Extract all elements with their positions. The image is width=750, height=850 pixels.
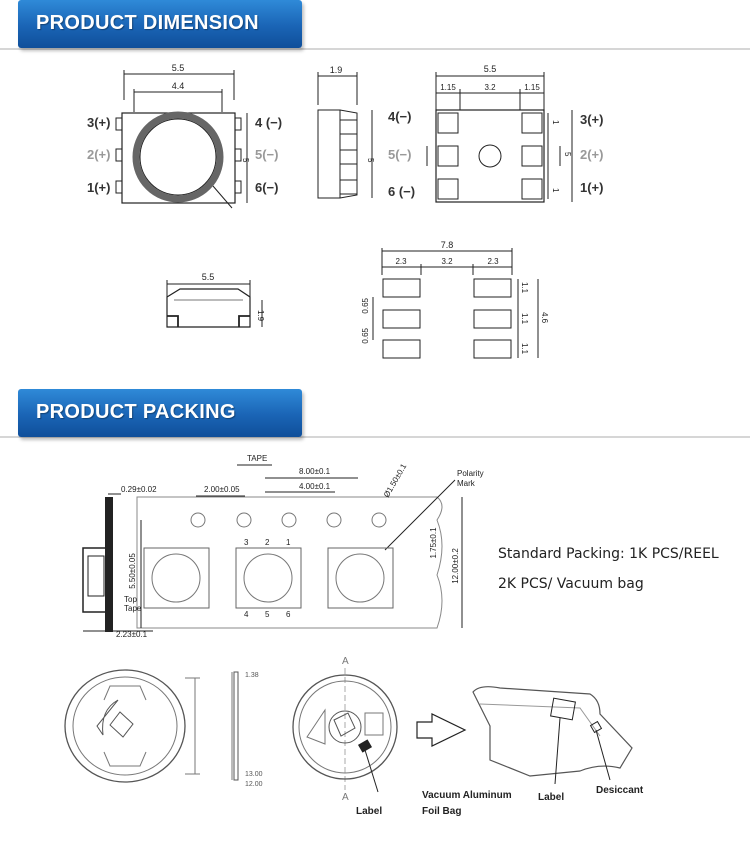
note-label: Mark	[457, 479, 476, 488]
note-label: Tape	[124, 604, 142, 613]
dim-label: 7.8	[441, 240, 454, 250]
foil-bag-label: Foil Bag	[422, 806, 461, 817]
dim-label: 1.38	[245, 672, 259, 679]
standard-packing-text: Standard Packing: 1K PCS/REEL	[498, 546, 719, 562]
dim-label: 1.9	[330, 65, 343, 75]
back-view: 5.5 1.15 3.2 1.15 1 1 5 3(+) 2(+) 1(+)	[426, 64, 603, 203]
pin-label: 3(+)	[87, 115, 110, 130]
dim-label: 4.4	[172, 81, 185, 91]
foil-bag-label: Vacuum Aluminum	[422, 790, 512, 801]
pin-label: 4 (−)	[255, 115, 282, 130]
dim-label: 8.00±0.1	[299, 467, 331, 476]
dim-label: 3.2	[484, 83, 496, 92]
tape-label: TAPE	[247, 454, 267, 463]
section-title: PRODUCT PACKING	[36, 401, 236, 423]
dim-label: 1.75±0.1	[429, 527, 438, 559]
dim-label: 3.2	[441, 257, 453, 266]
pin-label: 4(−)	[388, 109, 411, 124]
dim-label: 1.1	[520, 282, 529, 294]
section-banner-dimension: PRODUCT DIMENSION	[18, 0, 302, 48]
pin-label: 3	[244, 538, 249, 547]
footprint-view: 7.8 2.3 3.2 2.3 0.65 0.65 1.1 1.1 1.1 4.…	[361, 240, 549, 359]
pin-label: 2	[265, 538, 270, 547]
dim-label: 13.00	[245, 771, 263, 778]
dim-label: 1.15	[524, 83, 540, 92]
dim-label: 1.15	[440, 83, 456, 92]
dim-label: 1	[551, 120, 560, 125]
dim-label: 12.00	[245, 781, 263, 788]
dim-label: 1.1	[520, 313, 529, 325]
dim-label: 1	[551, 188, 560, 193]
dim-label: 0.65	[361, 297, 370, 313]
dim-label: 5.5	[484, 64, 497, 74]
section-marker: A	[342, 656, 349, 667]
divider-line	[0, 436, 750, 438]
carrier-tape-drawing: TAPE 0.29±0.02 2.00±0.05 8.00±0.1 4.00±0…	[82, 454, 484, 639]
side-view: 1.9 5 4(−) 5(−) 6 (−)	[317, 65, 415, 199]
dim-label: 12.00±0.2	[451, 548, 460, 584]
desiccant-label: Desiccant	[596, 785, 644, 796]
dim-label: 5.5	[172, 63, 185, 73]
pin-label: 1(+)	[580, 180, 603, 195]
dim-label: 2.00±0.05	[204, 485, 240, 494]
pin-label: 6	[286, 610, 291, 619]
bag-label-callout: Label	[538, 792, 564, 803]
pin-label: 1	[286, 538, 291, 547]
dim-label: 5	[366, 158, 375, 163]
divider-line	[0, 48, 750, 50]
dim-label: 4.00±0.1	[299, 482, 331, 491]
dim-label: 5.5	[202, 272, 215, 282]
dim-label: 1.1	[520, 343, 529, 355]
pin-label: 3(+)	[580, 112, 603, 127]
pin-label: 5	[265, 610, 270, 619]
dim-label: Ø1.50±0.1	[382, 462, 409, 499]
section-marker: A	[342, 792, 349, 803]
pin-label: 5(−)	[255, 147, 278, 162]
dim-label: 5	[241, 158, 250, 163]
front-view: 5.5 4.4 5 3(+) 2(+) 1(+) 4 (−) 5(−) 6(−)	[87, 63, 282, 209]
dim-label: 1.9	[256, 310, 265, 322]
dim-label: 4.6	[540, 312, 549, 324]
dim-label: 0.29±0.02	[121, 485, 157, 494]
section-banner-packing: PRODUCT PACKING	[18, 389, 302, 437]
vacuum-bag-text: 2K PCS/ Vacuum bag	[498, 576, 644, 592]
section-title: PRODUCT DIMENSION	[36, 12, 259, 34]
dim-label: 2.3	[395, 257, 407, 266]
dim-label: 2.3	[487, 257, 499, 266]
pin-label: 4	[244, 610, 249, 619]
pin-label: 6(−)	[255, 180, 278, 195]
note-label: Top	[124, 595, 137, 604]
note-label: Polarity	[457, 469, 484, 478]
pin-label: 2(+)	[580, 147, 603, 162]
pin-label: 1(+)	[87, 180, 110, 195]
dim-label: 5.50±0.05	[128, 553, 137, 589]
pin-label: 6 (−)	[388, 184, 415, 199]
dim-label: 5	[563, 152, 572, 157]
label-callout: Label	[356, 806, 382, 817]
dim-label: 2.23±0.1	[116, 630, 148, 639]
pin-label: 5(−)	[388, 147, 411, 162]
profile-view: 5.5 1.9	[166, 272, 265, 328]
reel-drawing: 1.38 13.00 12.00 A A Label Vacuum Alumin…	[64, 656, 644, 817]
dim-label: 0.65	[361, 327, 370, 343]
pin-label: 2(+)	[87, 147, 110, 162]
